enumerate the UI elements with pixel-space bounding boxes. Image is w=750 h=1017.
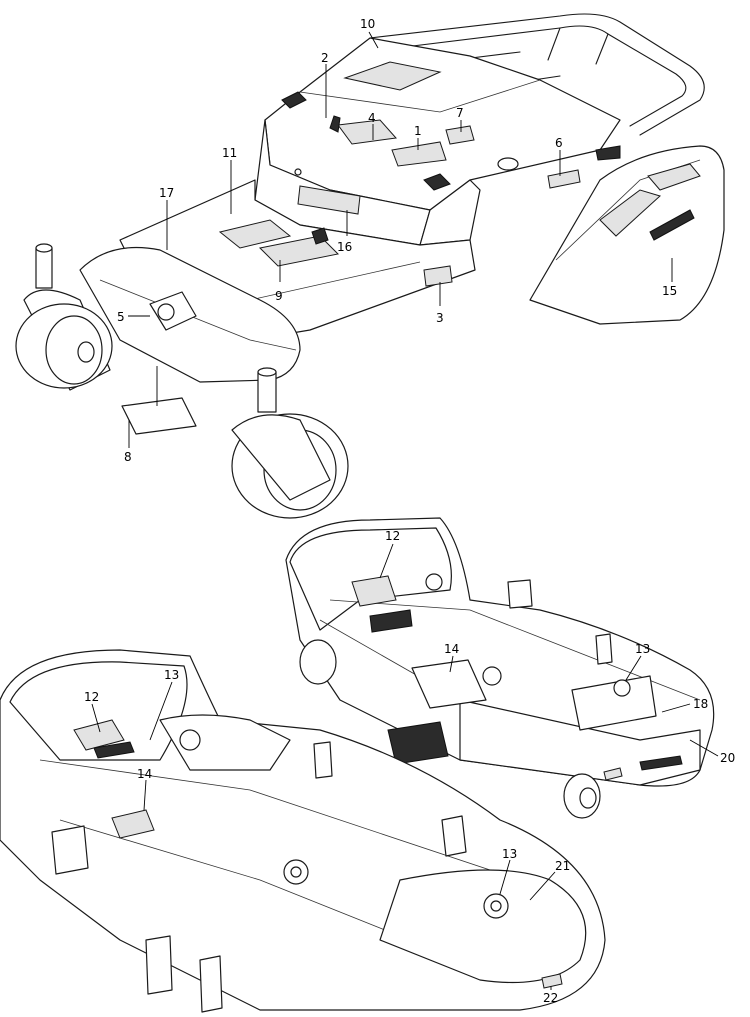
callout-2: 2 bbox=[321, 51, 329, 65]
callout-3: 3 bbox=[436, 311, 444, 325]
callout-7: 7 bbox=[456, 106, 464, 120]
callout-16: 16 bbox=[337, 240, 352, 254]
callout-12-deck-upper: 12 bbox=[385, 529, 400, 543]
callout-6: 6 bbox=[555, 136, 563, 150]
callout-13-deck-lower-left: 13 bbox=[164, 668, 179, 682]
callout-8: 8 bbox=[124, 450, 132, 464]
callout-1: 1 bbox=[414, 124, 422, 138]
callout-11: 11 bbox=[222, 146, 237, 160]
callout-21: 21 bbox=[555, 859, 570, 873]
callout-5: 5 bbox=[117, 310, 125, 324]
callout-leaders bbox=[91, 31, 719, 990]
mower-deck-lower-illustration bbox=[0, 649, 606, 1013]
callout-22: 22 bbox=[543, 991, 558, 1005]
callout-labels: 10 2 4 1 7 11 6 17 16 9 5 3 15 8 12 14 1… bbox=[84, 17, 735, 1005]
callout-10: 10 bbox=[360, 17, 375, 31]
callout-9: 9 bbox=[275, 289, 283, 303]
callout-13-deck-lower-right: 13 bbox=[502, 847, 517, 861]
callout-20: 20 bbox=[720, 751, 735, 765]
callout-4: 4 bbox=[368, 111, 376, 125]
callout-17: 17 bbox=[159, 186, 174, 200]
callout-12-deck-lower: 12 bbox=[84, 690, 99, 704]
mower-chassis-illustration bbox=[15, 13, 725, 519]
callout-18: 18 bbox=[693, 697, 708, 711]
mower-deck-upper-illustration bbox=[285, 517, 715, 819]
callout-14-deck-lower: 14 bbox=[137, 767, 152, 781]
callout-13-deck-upper: 13 bbox=[635, 642, 650, 656]
callout-15: 15 bbox=[662, 284, 677, 298]
callout-14-deck-upper: 14 bbox=[444, 642, 459, 656]
